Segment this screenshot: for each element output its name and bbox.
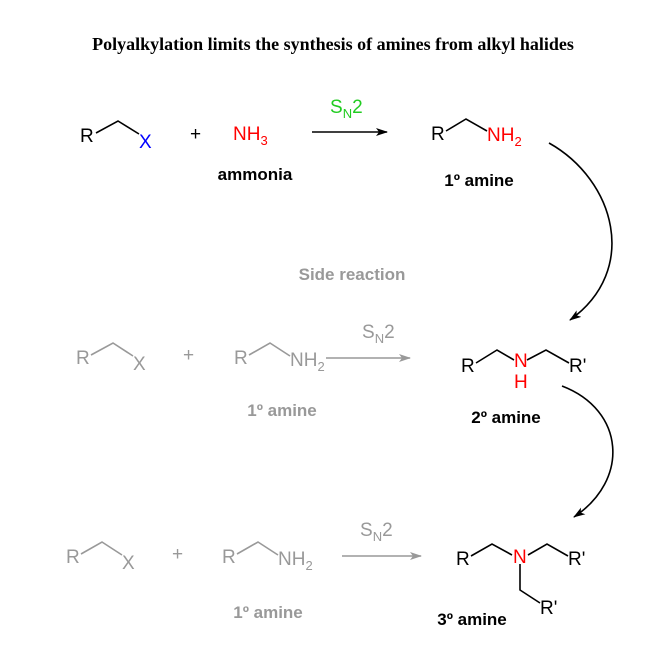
tertiary-amine-label: 3º amine bbox=[437, 610, 507, 629]
diagram-title: Polyalkylation limits the synthesis of a… bbox=[92, 34, 574, 54]
alkyl-halide-bonds bbox=[90, 342, 134, 357]
amine-r: R bbox=[234, 348, 248, 369]
amine-nh2: NH2 bbox=[290, 350, 325, 374]
ammonia-formula: NH3 bbox=[233, 124, 268, 148]
primary-amine-label: 1º amine bbox=[444, 171, 514, 190]
plus-sign: + bbox=[183, 345, 194, 366]
curved-arrow-1 bbox=[548, 142, 613, 321]
amine-bonds bbox=[248, 342, 291, 357]
row-2-secondary-amine-reaction: R X + R NH2 1º amine SN2 R N H R' 2º ami… bbox=[76, 322, 586, 427]
product-bonds bbox=[475, 349, 570, 364]
product-r: R bbox=[431, 124, 445, 145]
plus-sign: + bbox=[172, 544, 183, 565]
sn2-label: SN2 bbox=[360, 520, 393, 544]
product-bonds bbox=[445, 118, 488, 132]
nitrogen-h: H bbox=[514, 372, 528, 393]
primary-amine-label: 1º amine bbox=[233, 603, 303, 622]
secondary-amine-label: 2º amine bbox=[471, 408, 541, 427]
halogen-x: X bbox=[139, 132, 152, 153]
product-r: R bbox=[456, 549, 470, 570]
row-3-tertiary-amine-reaction: R X + R NH2 1º amine SN2 R N R' R' 3º am… bbox=[66, 520, 585, 629]
product-bonds bbox=[470, 543, 569, 604]
sn2-label: SN2 bbox=[330, 97, 363, 121]
alkyl-halide-r: R bbox=[76, 348, 90, 369]
amine-bonds bbox=[236, 541, 279, 556]
side-reaction-label: Side reaction bbox=[299, 265, 406, 284]
alkyl-halide-r: R bbox=[66, 547, 80, 568]
nitrogen-n: N bbox=[514, 351, 528, 372]
alkyl-halide-r: R bbox=[80, 126, 94, 147]
ammonia-label: ammonia bbox=[218, 165, 293, 184]
product-r-prime-1: R' bbox=[568, 549, 585, 570]
primary-amine-nh2: NH2 bbox=[487, 125, 522, 149]
product-r-prime-2: R' bbox=[540, 598, 557, 619]
sn2-label: SN2 bbox=[362, 322, 395, 346]
amine-r: R bbox=[222, 547, 236, 568]
row-1-ammonia-reaction: R X + NH3 ammonia SN2 R NH2 1º amine bbox=[80, 97, 522, 190]
plus-sign: + bbox=[190, 124, 201, 145]
nitrogen-n: N bbox=[513, 547, 527, 568]
curved-arrow-2 bbox=[561, 385, 614, 518]
amine-nh2: NH2 bbox=[278, 549, 313, 573]
primary-amine-label: 1º amine bbox=[247, 401, 317, 420]
product-r: R bbox=[461, 356, 475, 377]
alkyl-halide-bonds bbox=[95, 120, 140, 135]
halogen-x: X bbox=[133, 354, 146, 375]
halogen-x: X bbox=[122, 553, 135, 574]
alkyl-halide-bonds bbox=[80, 541, 123, 556]
product-r-prime: R' bbox=[569, 356, 586, 377]
